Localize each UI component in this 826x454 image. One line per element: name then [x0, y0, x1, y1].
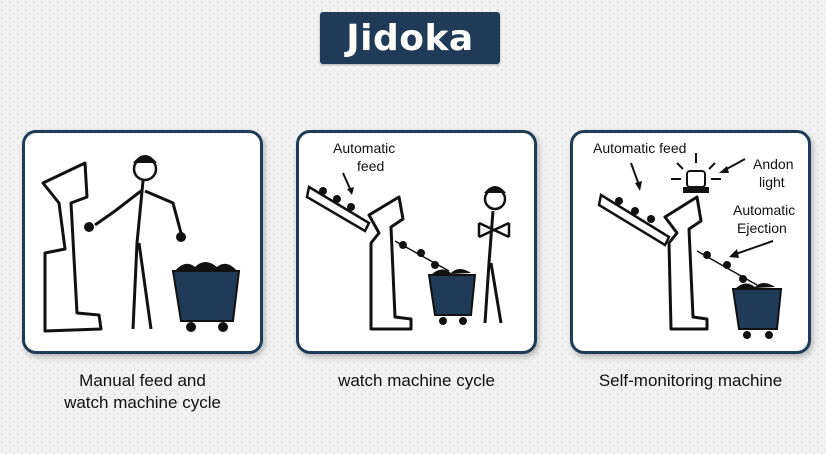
machine-outline — [41, 161, 103, 333]
part-ball-hand — [176, 232, 186, 242]
bin-wheel-left — [186, 322, 196, 332]
chute — [597, 192, 671, 247]
label-andon: Andon — [753, 156, 793, 172]
worker-arms-crossed — [477, 221, 511, 239]
caption-line-1: Manual feed and — [79, 371, 206, 390]
machine-outline — [663, 195, 709, 331]
machine-outline — [367, 195, 413, 331]
manual-feed-illustration — [41, 155, 241, 333]
panel-manual-feed — [22, 130, 263, 354]
feed-arrow — [342, 172, 352, 192]
label-light: light — [759, 174, 785, 190]
bin-cart — [731, 288, 783, 330]
caption-line-2: watch machine cycle — [64, 393, 221, 412]
chute — [305, 185, 371, 233]
panel-automatic-feed: Automatic feed — [296, 130, 537, 354]
label-ejection: Ejection — [737, 220, 787, 236]
bin-wheel-right — [218, 322, 228, 332]
caption-automatic-feed: watch machine cycle — [338, 371, 495, 390]
caption-self-monitoring: Self-monitoring machine — [598, 371, 783, 390]
label-automatic-feed: Automatic feed — [593, 140, 686, 156]
worker-hat — [484, 186, 506, 193]
automatic-feed-illustration: Automatic feed — [305, 140, 511, 331]
andon-rays — [671, 153, 721, 180]
andon-light — [686, 170, 706, 188]
worker-hat — [133, 155, 157, 163]
label-feed: feed — [357, 158, 384, 174]
self-monitoring-illustration: Automatic feed Andon light Automatic Eje… — [593, 140, 795, 339]
worker-body — [131, 180, 153, 330]
label-automatic-eject: Automatic — [733, 202, 795, 218]
label-automatic: Automatic — [333, 140, 395, 156]
part-ball — [84, 222, 94, 232]
worker-arm-right — [144, 189, 183, 234]
panel-self-monitoring: Automatic feed Andon light Automatic Eje… — [570, 130, 811, 354]
title-banner: Jidoka — [320, 12, 500, 64]
bin-parts — [175, 262, 237, 271]
caption-manual-feed: Manual feed and watch machine cycle — [22, 370, 263, 414]
bin-cart — [171, 270, 241, 322]
bin-cart — [427, 274, 477, 316]
worker-arm-left — [94, 189, 142, 227]
page-title: Jidoka — [346, 17, 474, 59]
